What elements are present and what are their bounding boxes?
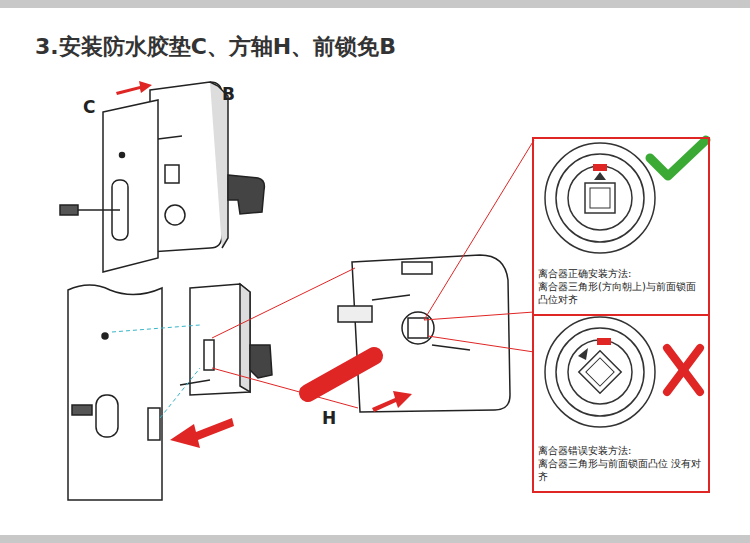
rear-lock-figure xyxy=(150,82,264,252)
guide-lines xyxy=(112,325,200,418)
callout-box: 离合器错误安装方法:离合器三角形与前面锁面凸位 没有对齐 xyxy=(532,314,710,493)
callout-box: 离合器正确安装方法:离合器三角形(方向朝上)与前面锁面 凸位对齐 xyxy=(532,137,710,316)
square-shaft xyxy=(308,356,374,393)
top-bar xyxy=(0,0,750,8)
check-mark xyxy=(650,140,706,176)
part-label: B xyxy=(222,84,235,104)
note-body: 离合器三角形与前面锁面凸位 没有对齐 xyxy=(538,457,704,483)
zoom-lock-figure xyxy=(338,255,510,412)
cross-mark xyxy=(667,348,700,392)
part-label: H xyxy=(322,408,336,428)
move-arrow xyxy=(170,418,234,448)
note-heading: 离合器错误安装方法: xyxy=(538,444,704,457)
clutch-correct xyxy=(545,143,655,253)
note-heading: 离合器正确安装方法: xyxy=(538,267,704,280)
door-figure xyxy=(68,285,162,500)
zoom-lines xyxy=(212,140,534,408)
lock-body-figure xyxy=(180,284,272,395)
gasket-figure xyxy=(60,100,158,272)
note-body: 离合器三角形(方向朝上)与前面锁面 凸位对齐 xyxy=(538,280,704,306)
move-arrow xyxy=(116,81,152,95)
page-title: 3.安装防水胶垫C、方轴H、前锁免B xyxy=(35,32,396,62)
bottom-bar xyxy=(0,535,750,543)
move-arrow xyxy=(372,391,412,412)
clutch-wrong xyxy=(545,317,655,427)
part-label: C xyxy=(83,97,95,117)
